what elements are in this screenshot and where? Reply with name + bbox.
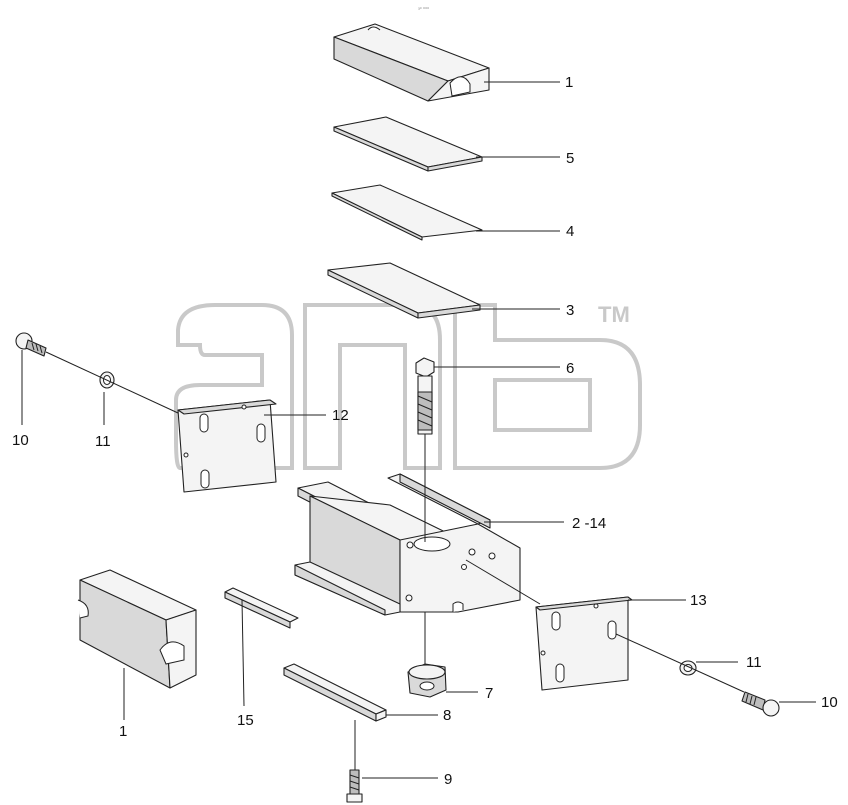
callout-5: 5 — [566, 150, 574, 167]
callout-2-14: 2 -14 — [572, 515, 606, 532]
part-8-bar — [283, 663, 387, 722]
part-1-top-block — [333, 23, 490, 102]
callout-12: 12 — [332, 407, 349, 424]
callout-7: 7 — [485, 685, 493, 702]
callout-1-top: 1 — [565, 74, 573, 91]
part-10-bolt-right — [741, 691, 780, 717]
callout-labels: 1 5 4 3 6 12 10 11 2 -14 13 11 10 7 8 15… — [12, 74, 838, 788]
part-11-washer-right — [679, 660, 697, 676]
callout-11-left: 11 — [95, 433, 111, 450]
callout-10-left: 10 — [12, 432, 29, 449]
part-3-plate — [327, 262, 481, 319]
callout-1-bottom: 1 — [119, 723, 127, 740]
callout-13: 13 — [690, 592, 707, 609]
part-13-plate — [535, 596, 633, 691]
callout-10-right: 10 — [821, 694, 838, 711]
callout-6: 6 — [566, 360, 574, 377]
callout-11-right: 11 — [746, 654, 762, 671]
watermark-tm: TM — [598, 302, 630, 327]
part-12-plate — [177, 399, 277, 493]
callout-4: 4 — [566, 223, 574, 240]
part-5-plate — [333, 116, 483, 172]
callout-15: 15 — [237, 712, 254, 729]
callout-9: 9 — [444, 771, 452, 788]
leader-lines — [21, 81, 816, 779]
part-7-nut — [407, 663, 447, 698]
part-6-bolt — [415, 357, 435, 435]
part-1-bottom-block — [77, 569, 197, 689]
part-10-bolt-left — [15, 332, 47, 357]
part-15-bar — [224, 587, 299, 629]
part-4-plate — [331, 184, 483, 241]
part-9-bolt — [346, 769, 363, 803]
header-mark: ³⁰ ⁰⁰⁰ — [418, 7, 429, 13]
callout-8: 8 — [443, 707, 451, 724]
part-2-14-housing — [294, 473, 521, 616]
callout-3: 3 — [566, 302, 574, 319]
